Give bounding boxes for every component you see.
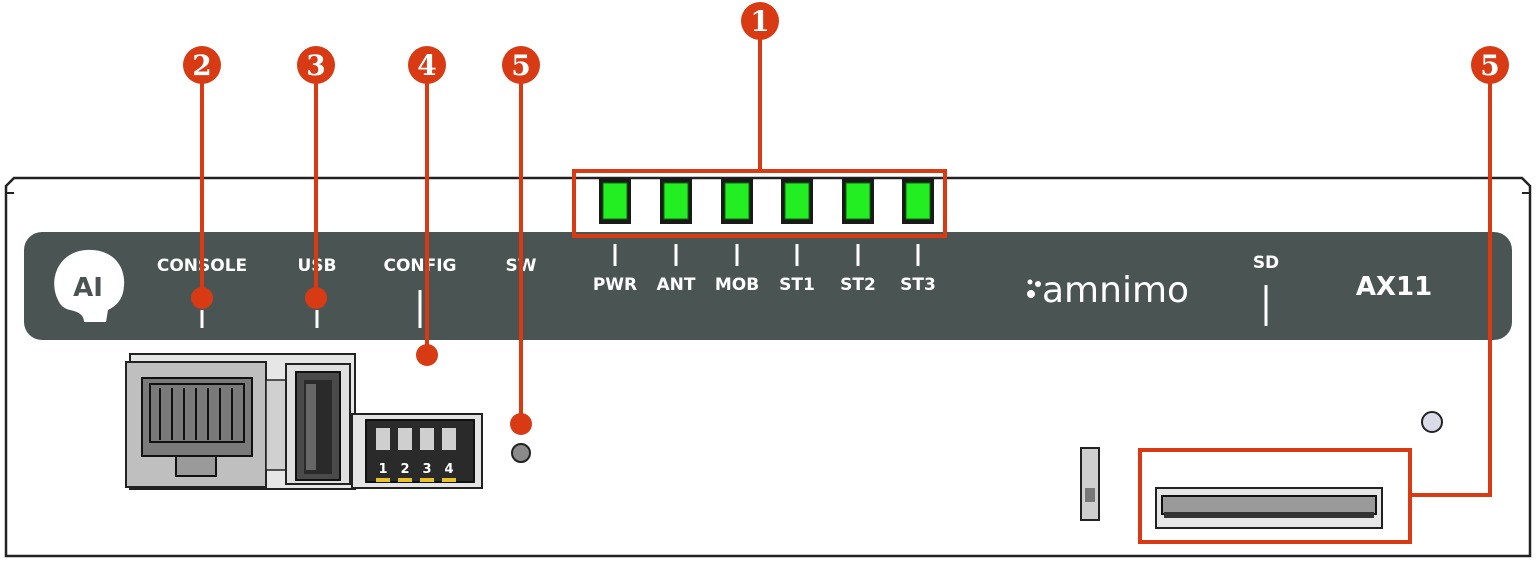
svg-text:5: 5 [1480, 49, 1499, 82]
brand-logo: amnimo [1027, 270, 1189, 311]
svg-text:4: 4 [417, 49, 436, 82]
led-label-mob: MOB [715, 275, 759, 295]
led-label-pwr: PWR [593, 275, 637, 295]
callout-badge-1: 1 [741, 2, 779, 40]
svg-text:2: 2 [192, 49, 211, 82]
callouts [200, 38, 1492, 544]
indicator-hole [1421, 411, 1443, 433]
led-label-ant: ANT [657, 275, 696, 295]
sd-card-slot [1080, 447, 1383, 529]
svg-text:1: 1 [750, 5, 769, 38]
led-label-st1: ST1 [779, 275, 815, 295]
callout-badge-5: 5 [1471, 46, 1509, 84]
led-mob [724, 182, 750, 220]
callout-badge-4: 4 [408, 46, 446, 84]
reset-switch-hole [511, 443, 531, 463]
led-label-st2: ST2 [840, 275, 876, 295]
dip-number: 3 [422, 462, 431, 477]
sd-label: SD [1253, 253, 1279, 273]
callout-badge-3: 3 [297, 46, 335, 84]
led-label-st3: ST3 [900, 275, 936, 295]
dip-number: 1 [378, 462, 387, 477]
led-ant [663, 182, 689, 220]
dip-number: 4 [444, 462, 453, 477]
config-label: CONFIG [383, 256, 456, 276]
label-band [24, 232, 1512, 340]
svg-text:3: 3 [306, 49, 325, 82]
ai-logo-text: AI [73, 273, 103, 303]
led-st3 [905, 182, 931, 220]
callout-badge-5: 5 [502, 46, 540, 84]
led-st1 [784, 182, 810, 220]
svg-text:5: 5 [511, 49, 530, 82]
led-st2 [845, 182, 871, 220]
usb-port [285, 363, 351, 485]
brand-name: amnimo [1042, 270, 1189, 311]
dip-number: 2 [400, 462, 409, 477]
led-pwr [602, 182, 628, 220]
callout-badge-2: 2 [183, 46, 221, 84]
model-name: AX11 [1356, 272, 1432, 302]
ai-logo: AI [54, 249, 125, 322]
